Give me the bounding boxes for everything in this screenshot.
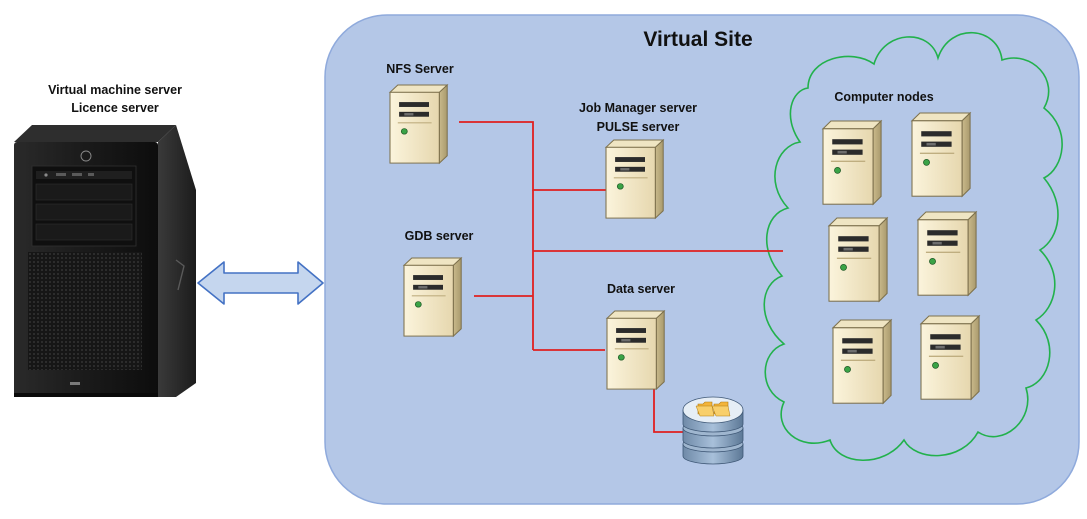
gdb-server-label: GDB server — [405, 229, 474, 243]
network-links — [459, 121, 783, 433]
link-storage — [653, 388, 688, 433]
data-server-icon — [606, 310, 665, 390]
virtual-site-title: Virtual Site — [643, 28, 752, 51]
data-server-label: Data server — [607, 282, 675, 296]
pulse-server-label: PULSE server — [597, 120, 680, 134]
compute-node-5-icon — [832, 319, 892, 404]
workstation-tower-icon — [14, 125, 196, 397]
gdb-server-icon — [403, 257, 462, 337]
nfs-server-icon — [389, 84, 448, 164]
nfs-server-label: NFS Server — [386, 62, 454, 76]
job-manager-label: Job Manager server — [579, 101, 697, 115]
compute-node-6-icon — [920, 315, 980, 400]
compute-node-4-icon — [917, 211, 977, 296]
compute-node-1-icon — [822, 120, 882, 205]
host-label-line1: Virtual machine server — [48, 83, 182, 97]
link-nfs — [459, 121, 609, 191]
compute-cloud-outline — [763, 31, 1063, 461]
compute-node-2-icon — [911, 112, 971, 197]
compute-node-3-icon — [828, 217, 888, 302]
job-manager-server-icon — [605, 139, 664, 219]
host-label-line2: Licence server — [71, 101, 159, 115]
bidirectional-arrow-icon — [197, 261, 324, 305]
compute-nodes-label: Computer nodes — [834, 90, 933, 104]
database-storage-icon — [682, 396, 744, 465]
